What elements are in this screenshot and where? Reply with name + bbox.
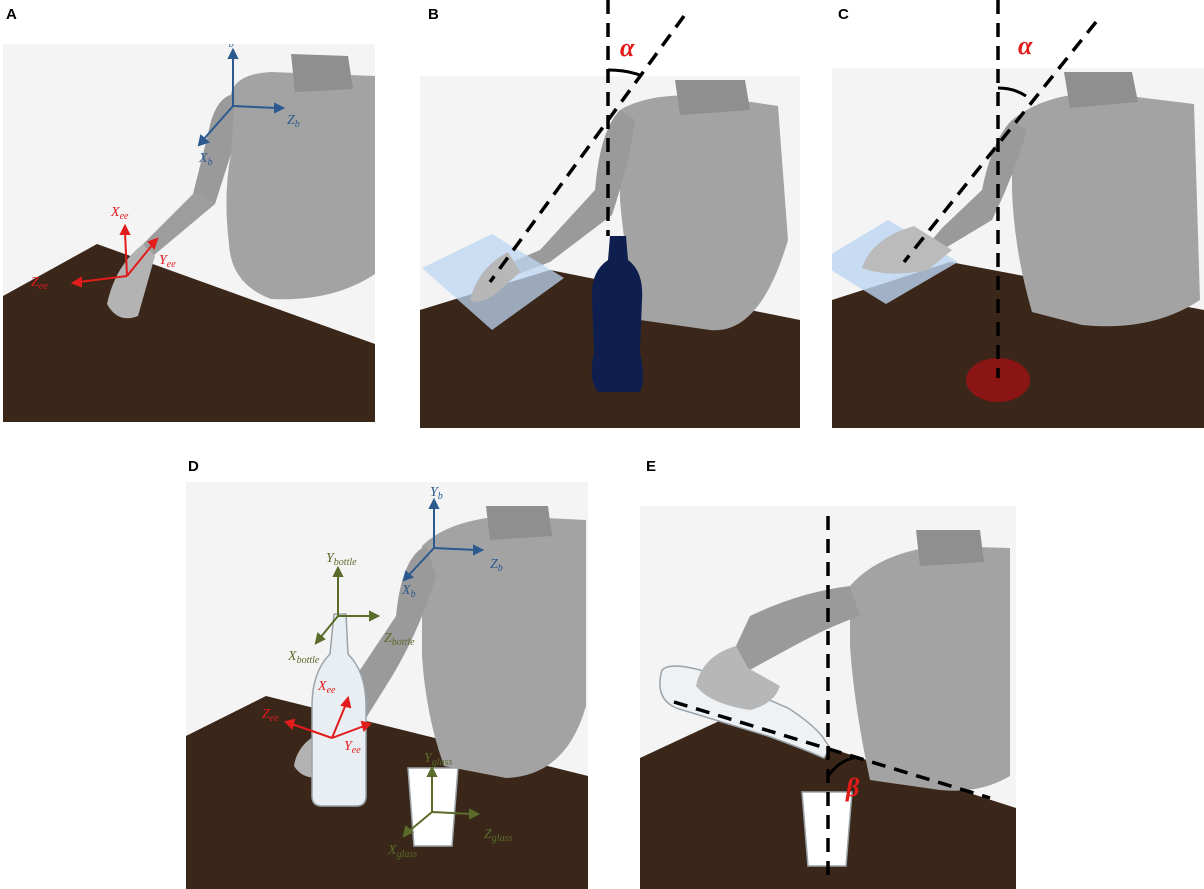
- base-x-label: Xb: [198, 151, 213, 168]
- arm: [512, 110, 635, 275]
- base-y-label: Yb: [221, 44, 234, 50]
- target-spot: [966, 358, 1030, 402]
- base-frame: [402, 497, 485, 582]
- base-z-label: Zb: [287, 113, 300, 130]
- arm-axis-line: [488, 14, 686, 284]
- angle-arc: [997, 86, 1027, 98]
- torso: [850, 546, 1010, 791]
- base-x-label: Xb: [401, 583, 416, 600]
- panel-letter-b: B: [428, 6, 439, 23]
- angle-arc: [826, 756, 855, 777]
- hand: [696, 646, 780, 710]
- panel-c-scene: α: [832, 0, 1204, 428]
- ee-z-label: Zee: [262, 707, 279, 724]
- arm-axis-line: [902, 20, 1098, 264]
- neck: [1064, 72, 1138, 108]
- ee-x-label: Xee: [317, 679, 336, 696]
- torso: [620, 95, 788, 331]
- neck: [486, 506, 552, 540]
- ee-z-label: Zee: [31, 275, 48, 292]
- neck: [675, 80, 750, 115]
- panel-d-scene: Yb Zb Xb Ybottle Zbottle Xbottle Xee Yee…: [186, 482, 588, 889]
- hand: [862, 226, 952, 274]
- ee-x-label: Xee: [110, 205, 129, 222]
- angle-alpha-label: α: [620, 33, 635, 62]
- arm: [736, 586, 860, 672]
- upper-arm: [193, 94, 235, 204]
- table: [3, 244, 375, 422]
- torso: [422, 516, 586, 778]
- panel-letter-d: D: [188, 458, 199, 475]
- glass-y-label: Yglass: [424, 751, 452, 768]
- neck: [916, 530, 984, 566]
- angle-beta-label: β: [845, 773, 860, 802]
- bottle-frame: [314, 565, 381, 645]
- panel-letter-e: E: [646, 458, 657, 475]
- bottle-z-label: Zbottle: [384, 631, 415, 648]
- bottle-x-label: Xbottle: [287, 649, 320, 666]
- glass-frame: [402, 765, 481, 838]
- bottle-y-label: Ybottle: [326, 551, 357, 568]
- ee-y-label: Yee: [159, 253, 176, 270]
- base-y-label: Yb: [430, 485, 443, 502]
- neck: [291, 54, 353, 92]
- torso: [1012, 92, 1200, 327]
- ee-y-label: Yee: [344, 739, 361, 756]
- table: [186, 696, 588, 889]
- clear-bottle: [311, 613, 367, 807]
- panel-letter-c: C: [838, 6, 849, 23]
- glass-z-label: Zglass: [484, 827, 512, 844]
- panel-b-scene: α: [420, 0, 800, 428]
- base-frame: [197, 47, 286, 147]
- hand: [107, 244, 155, 319]
- angle-alpha-label: α: [1018, 31, 1033, 60]
- glass-x-label: Xglass: [387, 843, 417, 860]
- dark-bottle: [591, 236, 643, 392]
- ee-frame: [284, 695, 372, 739]
- forearm: [143, 194, 215, 256]
- angle-arc: [607, 68, 643, 78]
- arm: [932, 120, 1027, 250]
- panel-a-scene: Yb Zb Xb Xee Yee Zee: [3, 44, 375, 422]
- base-z-label: Zb: [490, 557, 503, 574]
- bottle-axis-line: [673, 700, 991, 800]
- panel-letter-a: A: [6, 6, 17, 23]
- panel-e-scene: β: [640, 506, 1016, 889]
- ee-frame: [70, 223, 159, 288]
- torso: [226, 72, 375, 300]
